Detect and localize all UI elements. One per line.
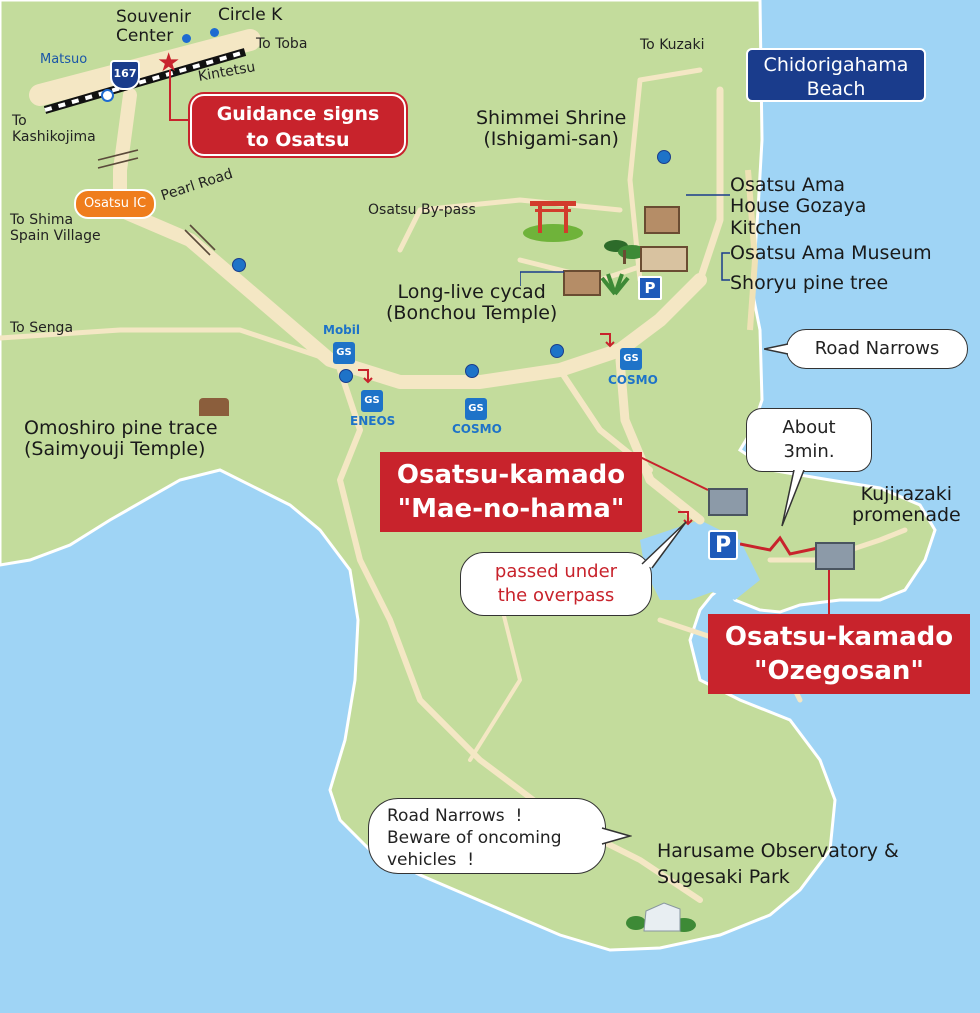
gas-station-icon: GS [361, 390, 383, 412]
mae-no-hama-callout: Osatsu-kamado "Mae-no-hama" [380, 452, 642, 532]
harusame-label: Harusame Observatory & Sugesaki Park [657, 840, 899, 888]
observatory-icon [624, 895, 696, 935]
mae-no-hama-building-icon [708, 488, 748, 516]
about-3min-bubble: About 3min. [746, 408, 872, 472]
kintetsu-railway [43, 48, 247, 114]
circle-k-label: Circle K [218, 5, 283, 25]
eneos-label: ENEOS [350, 414, 396, 428]
bubble-tail [641, 521, 687, 569]
bubble-tail [781, 470, 805, 527]
gas-station-icon: GS [333, 342, 355, 364]
gozaya-building-icon [644, 206, 680, 234]
cosmo-label-1: COSMO [452, 422, 502, 436]
beach-strip [745, 169, 759, 331]
turn-arrow-icon [678, 511, 693, 526]
chidorigahama-beach-label: Chidorigahama Beach [746, 48, 926, 102]
road-break-marks [97, 149, 216, 256]
to-kashikojima-label: To Kashikojima [12, 113, 96, 145]
shoryu-pine-label: Shoryu pine tree [730, 272, 889, 294]
road-narrows-warning-bubble: Road Narrows ! Beware of oncoming vehicl… [368, 798, 606, 874]
bonchou-temple-icon [563, 270, 601, 296]
guidance-signs-callout: Guidance signs to Osatsu [190, 94, 406, 156]
route-167-shield-icon: 167 [110, 60, 140, 90]
turn-arrow-icon [600, 333, 615, 348]
gas-station-icon: GS [465, 398, 487, 420]
pin-icon [550, 344, 564, 358]
road-route-167 [29, 29, 261, 106]
road-narrows-bubble: Road Narrows [786, 329, 968, 369]
pin-icon [232, 258, 246, 272]
gozaya-label: Osatsu Ama House Gozaya Kitchen [730, 174, 867, 239]
to-toba-label: To Toba [256, 36, 308, 52]
matsuo-station-icon [101, 89, 114, 102]
turn-arrow-icon [358, 369, 373, 384]
parking-icon: P [708, 530, 738, 560]
ozegosan-building-icon [815, 542, 855, 570]
torii-gate-icon [523, 201, 583, 242]
pin-icon [339, 369, 353, 383]
bubble-tail [764, 343, 788, 355]
long-live-cycad-label: Long-live cycad (Bonchou Temple) [386, 281, 558, 325]
star-icon: ★ [157, 48, 181, 78]
ozegosan-pointer [828, 570, 830, 616]
cosmo-label-2: COSMO [608, 373, 658, 387]
souvenir-center-marker-icon [182, 34, 191, 43]
cycad-connector-line [520, 271, 564, 286]
shinmei-shrine-label: Shimmei Shrine (Ishigami-san) [476, 107, 627, 151]
ozegosan-callout: Osatsu-kamado "Ozegosan" [708, 614, 970, 694]
guidance-pointer-line [169, 70, 193, 121]
osatsu-bypass-label: Osatsu By-pass [368, 202, 476, 218]
souvenir-center-label: Souvenir Center [116, 7, 191, 47]
to-kuzaki-label: To Kuzaki [640, 37, 705, 53]
pine-stump-icon [199, 398, 229, 416]
mobil-label: Mobil [323, 323, 361, 337]
cycad-icon [600, 272, 630, 296]
osatsu-ic-badge: Osatsu IC [74, 189, 156, 219]
matsuo-label: Matsuo [40, 52, 88, 67]
gas-station-icon: GS [620, 348, 642, 370]
kujirazaki-label: Kujirazaki promenade [852, 483, 961, 527]
label-connector-lines [686, 194, 730, 281]
omoshiro-pine-label: Omoshiro pine trace (Saimyouji Temple) [24, 417, 218, 461]
bubble-tail [601, 827, 632, 845]
circle-k-marker-icon [210, 28, 219, 37]
pine-tree-icon [604, 238, 646, 264]
ama-museum-building-icon [640, 246, 688, 272]
pin-icon [657, 150, 671, 164]
mae-no-hama-pointer [640, 456, 709, 491]
ama-museum-label: Osatsu Ama Museum [730, 242, 932, 264]
to-shima-spain-village-label: To Shima Spain Village [10, 212, 101, 244]
walking-route-line [740, 535, 819, 556]
parking-icon: P [638, 276, 662, 300]
pin-icon [465, 364, 479, 378]
passed-under-bubble: passed under the overpass [460, 552, 652, 616]
to-senga-label: To Senga [10, 320, 74, 336]
